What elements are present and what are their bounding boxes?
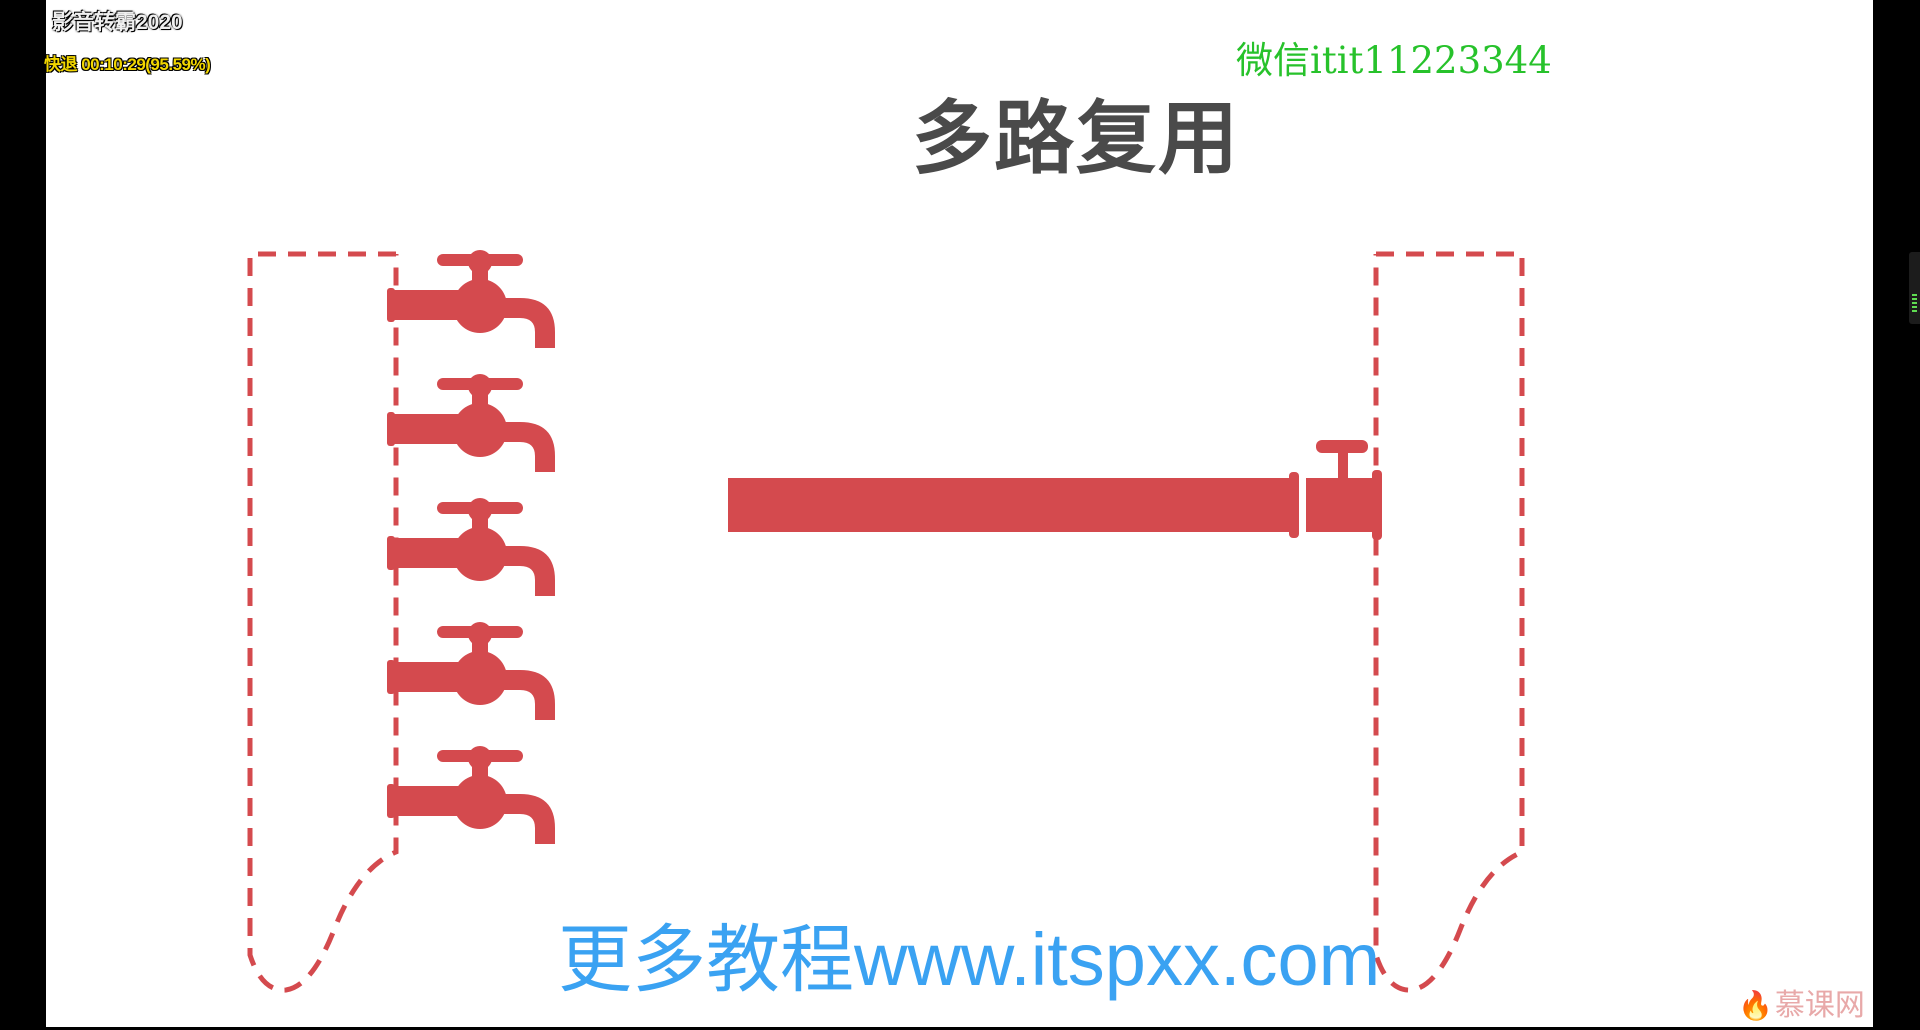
imooc-logo: 🔥慕课网 xyxy=(1738,980,1865,1024)
valve-body xyxy=(1306,478,1376,532)
faucet-icon xyxy=(387,250,555,348)
logo-text: 慕课网 xyxy=(1774,988,1865,1023)
pipe-joint xyxy=(1289,472,1299,538)
tutorial-watermark: 更多教程www.itspxx.com xyxy=(558,918,1381,1001)
wechat-contact-text: 微信itit11223344 xyxy=(1236,39,1552,82)
faucet-icon xyxy=(387,374,555,472)
flame-icon: 🔥 xyxy=(1738,989,1773,1022)
right-tank-outline xyxy=(1373,251,1525,993)
video-border-right xyxy=(1873,0,1920,1030)
rewind-status: 快退 00:10:29(95.59%) xyxy=(44,55,211,74)
slide-title: 多路复用 xyxy=(912,92,1240,185)
video-border-left xyxy=(0,0,46,1030)
valve-handle xyxy=(1316,440,1368,453)
level-meter-icon xyxy=(1912,294,1917,312)
pipe-joint-gap xyxy=(1299,476,1305,534)
player-app-name: 影音转霸2020 xyxy=(52,11,183,34)
left-tank-outline xyxy=(247,251,399,993)
slide-canvas: 微信itit11223344 多路复用 更多教程www.itspxx.com xyxy=(46,0,1873,1027)
multiplexing-diagram xyxy=(247,250,1525,993)
faucet-icon xyxy=(387,746,555,844)
faucet-icon xyxy=(387,622,555,720)
valve-stem xyxy=(1338,452,1348,480)
faucet-icon xyxy=(387,498,555,596)
shared-pipe xyxy=(728,478,1301,532)
side-panel-handle[interactable] xyxy=(1909,252,1920,324)
